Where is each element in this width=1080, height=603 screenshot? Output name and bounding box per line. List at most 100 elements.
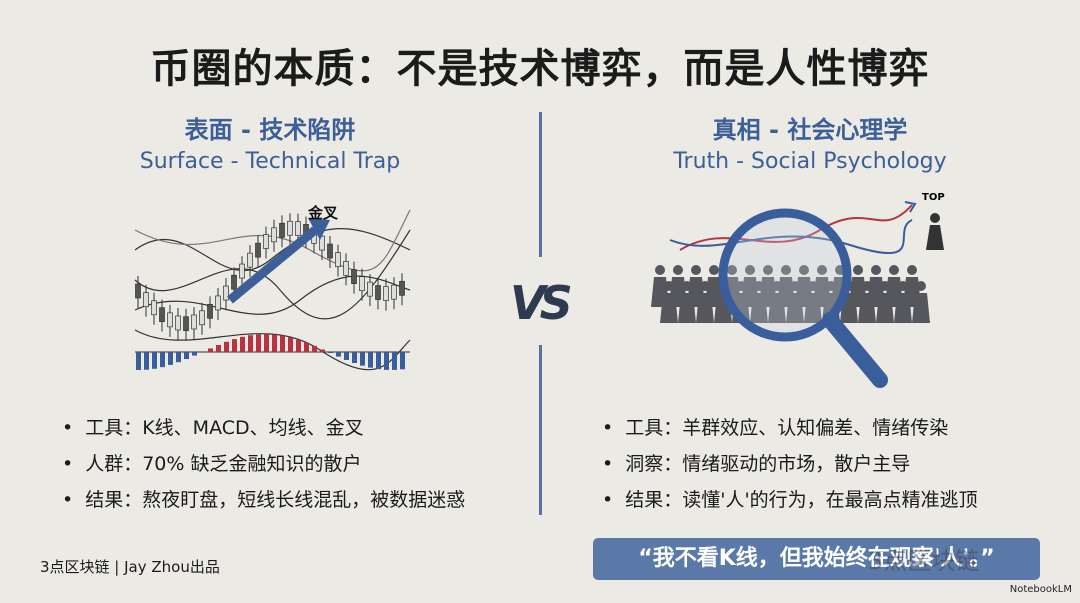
person-body (750, 293, 768, 323)
macd-bar (136, 352, 141, 370)
macd-bar (328, 352, 333, 354)
candle (383, 286, 389, 301)
right-bullet-list: 工具：羊群效应、认知偏差、情绪传染 洞察：情绪驱动的市场，散户主导 结果：读懂'… (602, 410, 978, 518)
macd-bar (336, 352, 341, 357)
person-icon (709, 265, 719, 275)
person-icon (817, 265, 827, 275)
left-bullet-crowd: 人群：70% 缺乏金融知识的散户 (62, 446, 465, 482)
person-icon (790, 281, 800, 291)
top-label: TOP (922, 192, 945, 203)
macd-bar (296, 339, 301, 352)
person-body (894, 293, 912, 323)
person-icon (727, 265, 737, 275)
page-title: 币圈的本质：不是技术博弈，而是人性博弈 (150, 45, 930, 92)
right-bullet-insight: 洞察：情绪驱动的市场，散户主导 (602, 446, 978, 482)
macd-bar (352, 352, 357, 364)
person-body (858, 293, 876, 323)
left-heading-cn: 表面 - 技术陷阱 (184, 116, 356, 144)
candle (215, 295, 221, 311)
candle (231, 274, 237, 290)
left-header: 表面 - 技术陷阱 Surface - Technical Trap (0, 110, 540, 174)
macd-bar (176, 352, 181, 363)
person-body (678, 293, 696, 323)
person-icon (682, 281, 692, 291)
macd-bar (392, 352, 397, 370)
candle (255, 242, 261, 258)
person-icon (898, 281, 908, 291)
candle (199, 310, 205, 326)
macd-bar (264, 334, 269, 352)
person-body (696, 293, 714, 323)
candle (207, 303, 213, 319)
person-icon (745, 265, 755, 275)
person-body (660, 293, 678, 323)
macd-bar (344, 352, 349, 360)
person-icon (889, 265, 899, 275)
left-bullet-result: 结果：熬夜盯盘，短线长线混乱，被数据迷惑 (62, 482, 465, 518)
macd-bar (168, 352, 173, 365)
candlestick-chart-illustration: 金叉 (134, 204, 411, 371)
divider-top (539, 112, 542, 257)
person-icon (853, 265, 863, 275)
person-icon (736, 281, 746, 291)
candle (359, 276, 365, 292)
candle (335, 252, 341, 268)
crowd-magnifier-illustration: TOP (651, 192, 945, 388)
divider-bottom (539, 345, 542, 515)
person-icon (763, 265, 773, 275)
candle (135, 283, 141, 299)
macd-bar (360, 352, 365, 366)
macd-bar (248, 335, 253, 352)
credit: 3点区块链 | Jay Zhou出品 (40, 558, 220, 576)
candle (151, 300, 157, 316)
candle (239, 263, 245, 279)
watermark: 3点区块链 (868, 547, 980, 575)
person-icon (880, 281, 890, 291)
macd-bar (376, 352, 381, 370)
person-icon (781, 265, 791, 275)
person-icon (799, 265, 809, 275)
person-body (876, 293, 894, 323)
macd-bar (256, 334, 261, 352)
macd-bar (384, 352, 389, 370)
person-icon (700, 281, 710, 291)
person-icon (862, 281, 872, 291)
person-icon (754, 281, 764, 291)
candle (327, 243, 333, 259)
macd-bar (216, 344, 221, 352)
golden-cross-label: 金叉 (307, 204, 339, 222)
candle (375, 285, 381, 300)
notebooklm-brand: NotebookLM (1009, 584, 1072, 595)
candle (167, 312, 173, 328)
macd-bar (160, 352, 165, 368)
candle (263, 234, 269, 249)
macd-bar (224, 341, 229, 352)
person-body (768, 293, 786, 323)
person-icon (691, 265, 701, 275)
person-icon (772, 281, 782, 291)
candle (175, 315, 181, 331)
left-heading-en: Surface - Technical Trap (139, 149, 401, 174)
person-icon (826, 281, 836, 291)
macd-bar (208, 348, 213, 352)
candle (159, 307, 165, 323)
macd-bar (240, 336, 245, 352)
person-body (786, 293, 804, 323)
candle (223, 285, 229, 301)
candle (183, 316, 189, 332)
macd-bar (400, 352, 405, 370)
person-icon (916, 281, 926, 291)
macd-bar (280, 335, 285, 352)
candle (143, 292, 149, 308)
person-icon (673, 265, 683, 275)
left-bullet-tools: 工具：K线、MACD、均线、金叉 (62, 410, 465, 446)
quote-banner: “我不看K线，但我始终在观察'人'。” (593, 538, 1040, 580)
right-heading-cn: 真相 - 社会心理学 (712, 116, 908, 144)
person-icon (907, 265, 917, 275)
candle (191, 314, 197, 330)
candle (247, 252, 253, 268)
macd-bar (368, 352, 373, 368)
right-header: 真相 - 社会心理学 Truth - Social Psychology (540, 110, 1080, 174)
person-icon (655, 265, 665, 275)
candle (319, 235, 325, 251)
